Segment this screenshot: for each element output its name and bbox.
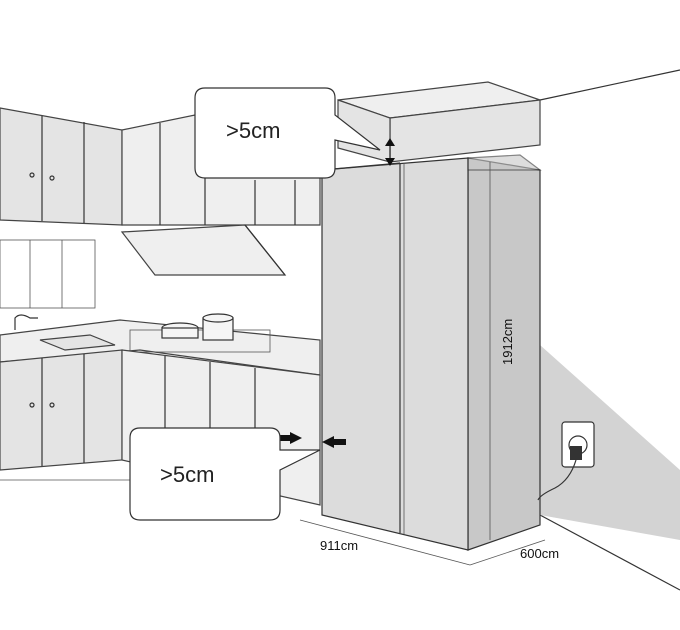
side-clearance-callout: >5cm xyxy=(129,427,321,521)
refrigerator xyxy=(321,154,542,551)
side-clearance-arrows xyxy=(280,432,346,448)
window xyxy=(0,239,96,309)
depth-dimension-label: 600cm xyxy=(520,546,559,561)
side-clearance-label: >5cm xyxy=(160,462,214,487)
height-dimension-label: 1912cm xyxy=(500,319,515,365)
top-clearance-callout: >5cm xyxy=(194,87,381,179)
faucet xyxy=(14,314,38,330)
dimension-lines xyxy=(299,162,546,566)
width-dimension-label: 911cm xyxy=(320,538,358,553)
top-clearance-label: >5cm xyxy=(226,118,280,143)
ceiling-bulkhead xyxy=(337,81,541,163)
wall-shadow xyxy=(540,345,680,540)
power-outlet xyxy=(537,421,595,501)
cooking-pots xyxy=(161,313,234,341)
range-hood xyxy=(120,224,287,276)
top-clearance-arrow xyxy=(385,138,395,166)
